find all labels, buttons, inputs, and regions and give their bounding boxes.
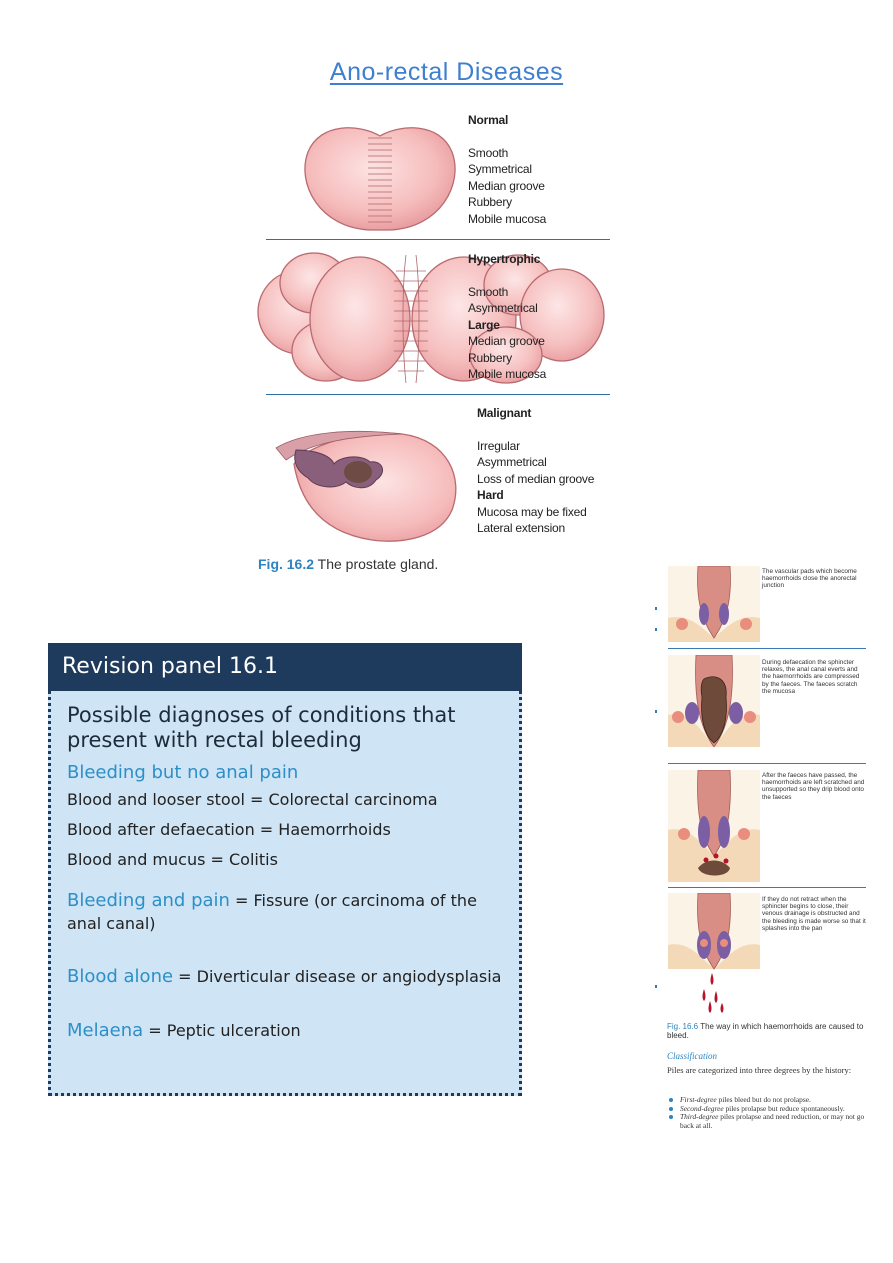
malignant-line: Asymmetrical <box>477 455 547 469</box>
blood-alone-text: = Diverticular disease or angiodysplasia <box>173 967 502 986</box>
haemorrhoid-panel-4-text: If they do not retract when the sphincte… <box>762 896 866 932</box>
hypertrophic-line: Smooth <box>468 284 509 299</box>
haemorrhoid-divider <box>668 763 866 764</box>
diagnosis-row: Blood and looser stool = Colorectal carc… <box>67 790 438 809</box>
figure-divider <box>266 239 610 240</box>
revision-panel-heading: Possible diagnoses of conditions that pr… <box>67 703 456 752</box>
revision-panel-title: Revision panel 16.1 <box>48 643 522 691</box>
degree-term: Third-degree <box>680 1112 719 1122</box>
page-title: Ano-rectal Diseases <box>329 58 564 86</box>
normal-prostate-illustration <box>304 127 456 231</box>
diagnosis-row: Blood and mucus = Colitis <box>67 850 278 869</box>
hypertrophic-line: Large <box>468 317 500 332</box>
prostate-figure-caption: Fig. 16.2 The prostate gland. <box>258 556 438 572</box>
malignant-line: Loss of median groove <box>477 471 595 486</box>
hypertrophic-line: Mobile mucosa <box>468 367 547 381</box>
haemorrhoid-caption-label: Fig. 16.6 <box>667 1022 699 1031</box>
haemorrhoid-panel-1-illustration <box>668 566 760 642</box>
haemorrhoid-panel-2-text: During defaecation the sphincter relaxes… <box>762 659 860 695</box>
page-edge-mark <box>655 985 657 988</box>
haemorrhoid-panel-1-text: The vascular pads which become haemorrho… <box>762 568 857 590</box>
malignant-heading: Malignant <box>477 406 532 420</box>
caption-text: The prostate gland. <box>317 556 439 572</box>
hypertrophic-prostate-illustration <box>257 252 605 384</box>
haemorrhoid-panel-4-illustration <box>668 893 760 1013</box>
bleeding-and-pain-label: Bleeding and pain <box>67 890 230 911</box>
blood-alone-label: Blood alone <box>67 966 174 987</box>
diagnosis-row: Blood after defaecation = Haemorrhoids <box>67 820 391 839</box>
haemorrhoid-divider <box>668 887 866 888</box>
normal-heading: Normal <box>468 113 509 127</box>
malignant-line: Mucosa may be fixed <box>477 504 587 519</box>
degree-term: Second-degree <box>680 1103 724 1113</box>
degree-text: piles prolapse but reduce spontaneously. <box>723 1103 845 1113</box>
malignant-line: Lateral extension <box>477 521 565 535</box>
normal-line: Median groove <box>468 178 545 193</box>
melaena-label: Melaena <box>67 1020 144 1041</box>
degree-list-item: Third-degree piles prolapse and need red… <box>667 1112 867 1130</box>
revision-panel: Revision panel 16.1 Possible diagnoses o… <box>48 643 522 1096</box>
bullet-icon <box>669 1115 673 1120</box>
degree-text: piles prolapse and need reduction, or ma… <box>680 1112 865 1130</box>
classification-text: Piles are categorized into three degrees… <box>667 1065 852 1075</box>
hypertrophic-line: Asymmetrical <box>468 301 538 315</box>
hypertrophic-heading: Hypertrophic <box>468 252 541 266</box>
degree-list: First-degree piles bleed but do not prol… <box>667 1095 867 1130</box>
haemorrhoid-figure-caption: Fig. 16.6 The way in which haemorrhoids … <box>667 1022 867 1040</box>
melaena-text: = Peptic ulceration <box>143 1021 301 1040</box>
malignant-description: Malignant Irregular Asymmetrical Loss of… <box>477 405 594 537</box>
degree-text: piles bleed but do not prolapse. <box>716 1095 811 1104</box>
bleeding-and-pain-text: = Fissure (or carcinoma of the anal cana… <box>67 891 477 933</box>
page-edge-mark <box>655 710 657 713</box>
page-edge-mark <box>655 607 657 610</box>
normal-description: Normal Smooth Symmetrical Median groove … <box>468 112 546 227</box>
revision-panel-body: Possible diagnoses of conditions that pr… <box>48 691 522 1096</box>
bleeding-and-pain-item: Bleeding and pain = Fissure (or carcinom… <box>67 889 503 935</box>
hypertrophic-line: Rubbery <box>468 350 512 365</box>
classification-heading: Classification <box>667 1051 718 1061</box>
haemorrhoid-caption-text: The way in which haemorrhoids are caused… <box>667 1022 864 1040</box>
degree-list-item: First-degree piles bleed but do not prol… <box>667 1095 867 1105</box>
bullet-icon <box>669 1106 673 1111</box>
normal-line: Mobile mucosa <box>468 211 547 226</box>
bullet-icon <box>669 1098 673 1102</box>
page-edge-mark <box>655 628 657 631</box>
degree-term: First-degree <box>680 1095 717 1104</box>
hypertrophic-line: Median groove <box>468 334 545 348</box>
malignant-line: Hard <box>477 488 504 502</box>
melaena-item: Melaena = Peptic ulceration <box>67 1019 503 1043</box>
haemorrhoid-panel-3-text: After the faeces have passed, the haemor… <box>762 772 865 801</box>
figure-divider <box>266 394 610 395</box>
normal-line: Symmetrical <box>468 162 532 176</box>
blood-alone-item: Blood alone = Diverticular disease or an… <box>67 965 503 989</box>
haemorrhoid-panel-3-illustration <box>668 770 760 882</box>
malignant-line: Irregular <box>477 438 520 453</box>
normal-line: Smooth <box>468 145 509 160</box>
normal-line: Rubbery <box>468 195 512 209</box>
malignant-prostate-illustration <box>275 431 457 542</box>
haemorrhoid-panel-2-illustration <box>668 655 760 747</box>
caption-label: Fig. 16.2 <box>258 556 315 572</box>
bleeding-no-pain-subheading: Bleeding but no anal pain <box>67 762 299 783</box>
degree-list-item: Second-degree piles prolapse but reduce … <box>667 1103 867 1114</box>
haemorrhoid-divider <box>668 648 866 649</box>
hypertrophic-description: Hypertrophic Smooth Asymmetrical Large M… <box>468 251 546 383</box>
